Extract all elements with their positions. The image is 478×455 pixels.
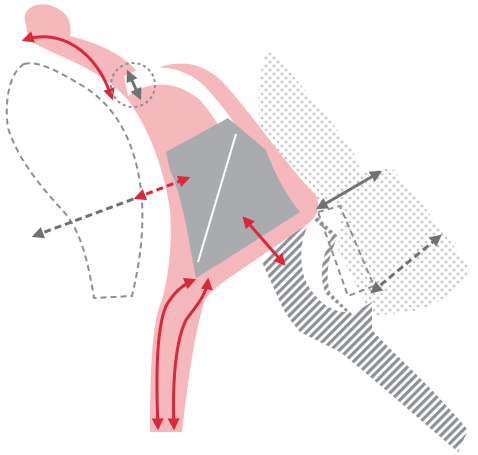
red-arrow-column-right [167,277,213,431]
dotted-region-right [338,168,470,316]
gray-dashed-arrow-left [31,196,137,239]
band-inner-gray-fill [166,118,300,278]
double-arrow-icon [126,69,142,101]
gray-dashed-arrow-right [370,234,442,294]
hatch-opening [301,218,346,312]
red-dashed-arrow-mid [133,175,191,201]
pink-canopy-band [24,4,319,433]
dashed-outline-left [5,62,144,300]
gray-block-divider-2 [197,133,237,263]
red-curved-arrow-top [21,31,115,101]
circle-icon [110,62,156,108]
red-arrow-diagonal [242,216,286,266]
gray-arrow-top-right [315,170,383,210]
